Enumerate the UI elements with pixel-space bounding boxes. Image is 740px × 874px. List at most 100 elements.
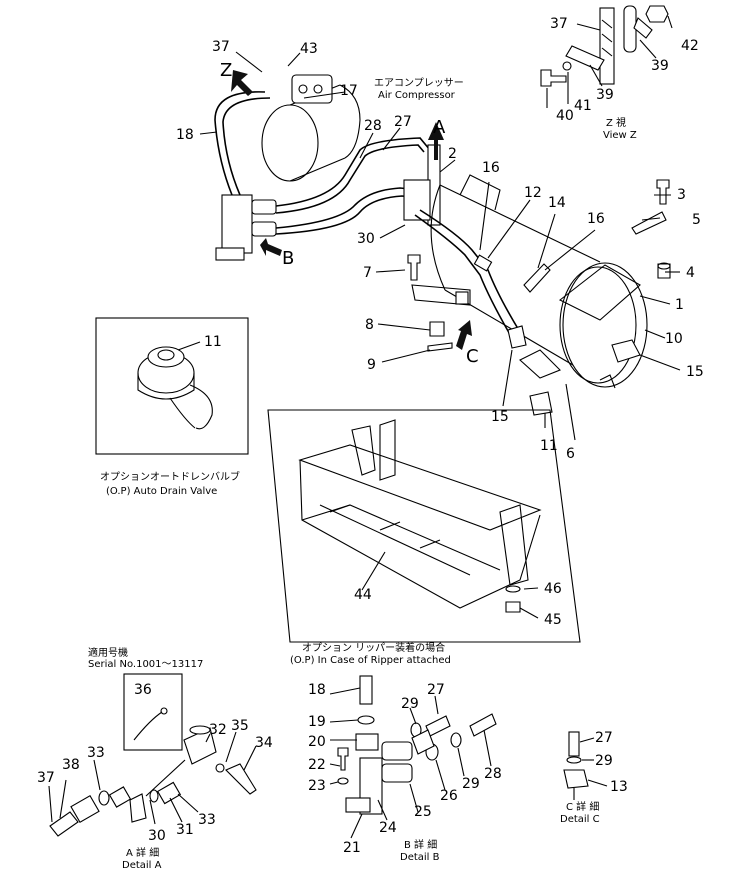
callout-12: 12 xyxy=(524,185,542,201)
callout-27b: 27 xyxy=(427,682,445,698)
detail-c-en: Detail C xyxy=(560,814,600,825)
callout-37: 37 xyxy=(212,39,230,55)
view-z-label-en: View Z xyxy=(603,130,637,141)
manifold-block-b xyxy=(215,194,277,261)
callout-8: 8 xyxy=(365,317,374,333)
elbow-30 xyxy=(129,793,147,823)
detail-b-group xyxy=(337,675,497,815)
nut-8 xyxy=(429,321,445,337)
callout-1: 1 xyxy=(675,297,684,313)
callout-45: 45 xyxy=(544,612,562,628)
callout-34: 34 xyxy=(255,735,273,751)
hose-18 xyxy=(214,91,266,196)
view-letter-a: A xyxy=(433,117,446,138)
callout-39b: 39 xyxy=(596,87,614,103)
callout-27: 27 xyxy=(394,114,412,130)
callout-17: 17 xyxy=(340,83,358,99)
callout-18b: 18 xyxy=(308,682,326,698)
callout-30d: 30 xyxy=(148,828,166,844)
drain-caption-jp: オプションオートドレンバルブ xyxy=(100,470,240,483)
detail-b-en: Detail B xyxy=(400,852,440,863)
tee-13 xyxy=(563,769,589,789)
pipe-37-detail xyxy=(49,811,79,837)
pipe-16 xyxy=(414,214,513,339)
compressor-label-jp: エアコンプレッサー xyxy=(374,77,464,89)
callout-11b: 11 xyxy=(540,438,558,454)
callout-31: 31 xyxy=(176,822,194,838)
view-letter-c: C xyxy=(466,346,479,367)
detail-c-jp: C 詳 細 xyxy=(566,800,599,813)
detail-a-group xyxy=(49,673,257,837)
callout-19: 19 xyxy=(308,714,326,730)
callout-16b: 16 xyxy=(587,211,605,227)
clamp-39 xyxy=(565,45,605,71)
callout-26: 26 xyxy=(440,788,458,804)
callout-25: 25 xyxy=(414,804,432,820)
shim-9 xyxy=(427,342,453,352)
elbow-27-c xyxy=(568,731,580,757)
fitting-18 xyxy=(359,675,373,705)
callout-7: 7 xyxy=(363,265,372,281)
detail-a-jp: A 詳 細 xyxy=(126,846,159,859)
nut-4 xyxy=(657,263,671,279)
view-letters: Z A B C xyxy=(220,60,479,367)
callout-41: 41 xyxy=(574,98,592,114)
pipe-37-z xyxy=(599,7,615,85)
view-letter-b: B xyxy=(282,248,294,269)
callout-5: 5 xyxy=(692,212,701,228)
callout-23: 23 xyxy=(308,778,326,794)
leader-lines xyxy=(48,15,681,839)
bolt-40 xyxy=(540,69,567,87)
callout-28: 28 xyxy=(364,118,382,134)
strap-5 xyxy=(631,211,667,235)
serial-caption-en: Serial No.1001～13117 xyxy=(88,659,203,670)
callout-29b: 29 xyxy=(462,776,480,792)
callout-30: 30 xyxy=(357,231,375,247)
callout-11: 11 xyxy=(204,334,222,350)
view-z-group xyxy=(540,5,669,87)
callout-15: 15 xyxy=(686,364,704,380)
fitting-42-z xyxy=(623,5,637,53)
fitting-11 xyxy=(529,391,553,416)
callout-14: 14 xyxy=(548,195,566,211)
washer-46 xyxy=(505,585,521,593)
callout-46: 46 xyxy=(544,581,562,597)
auto-drain-valve-box xyxy=(95,317,249,455)
callout-15b: 15 xyxy=(491,409,509,425)
callout-9: 9 xyxy=(367,357,376,373)
callout-37d: 37 xyxy=(37,770,55,786)
callout-33b: 33 xyxy=(198,812,216,828)
callout-28b: 28 xyxy=(484,766,502,782)
bolt-45 xyxy=(505,601,521,613)
ripper-caption-en: (O.P) In Case of Ripper attached xyxy=(290,655,451,666)
callout-24: 24 xyxy=(379,820,397,836)
arrow-c xyxy=(456,320,472,350)
callout-44: 44 xyxy=(354,587,372,603)
callout-32: 32 xyxy=(209,722,227,738)
drain-caption-en: (O.P) Auto Drain Valve xyxy=(106,486,217,497)
bolt-7 xyxy=(407,254,421,281)
ripper-caption-jp: オプション リッパー装着の場合 xyxy=(302,641,445,654)
callout-3: 3 xyxy=(677,187,686,203)
callout-40: 40 xyxy=(556,108,574,124)
serial-caption-jp: 適用号機 xyxy=(88,646,128,659)
bolt-3 xyxy=(656,179,670,205)
main-assembly xyxy=(214,70,671,428)
callout-21: 21 xyxy=(343,840,361,856)
callout-16: 16 xyxy=(482,160,500,176)
view-letter-z: Z xyxy=(220,60,232,81)
ripper-frame-box xyxy=(267,409,581,643)
callout-22: 22 xyxy=(308,757,326,773)
callout-39: 39 xyxy=(651,58,669,74)
detail-a-en: Detail A xyxy=(122,860,162,871)
callout-36: 36 xyxy=(134,682,152,698)
arrow-b xyxy=(260,238,282,256)
callout-numbers: 37 43 17 18 28 27 2 16 12 14 16 3 5 4 1 … xyxy=(37,16,704,856)
callout-20: 20 xyxy=(308,734,326,750)
nut-42 xyxy=(645,5,669,23)
callout-13: 13 xyxy=(610,779,628,795)
sensor-14 xyxy=(523,263,551,293)
callout-6: 6 xyxy=(566,446,575,462)
